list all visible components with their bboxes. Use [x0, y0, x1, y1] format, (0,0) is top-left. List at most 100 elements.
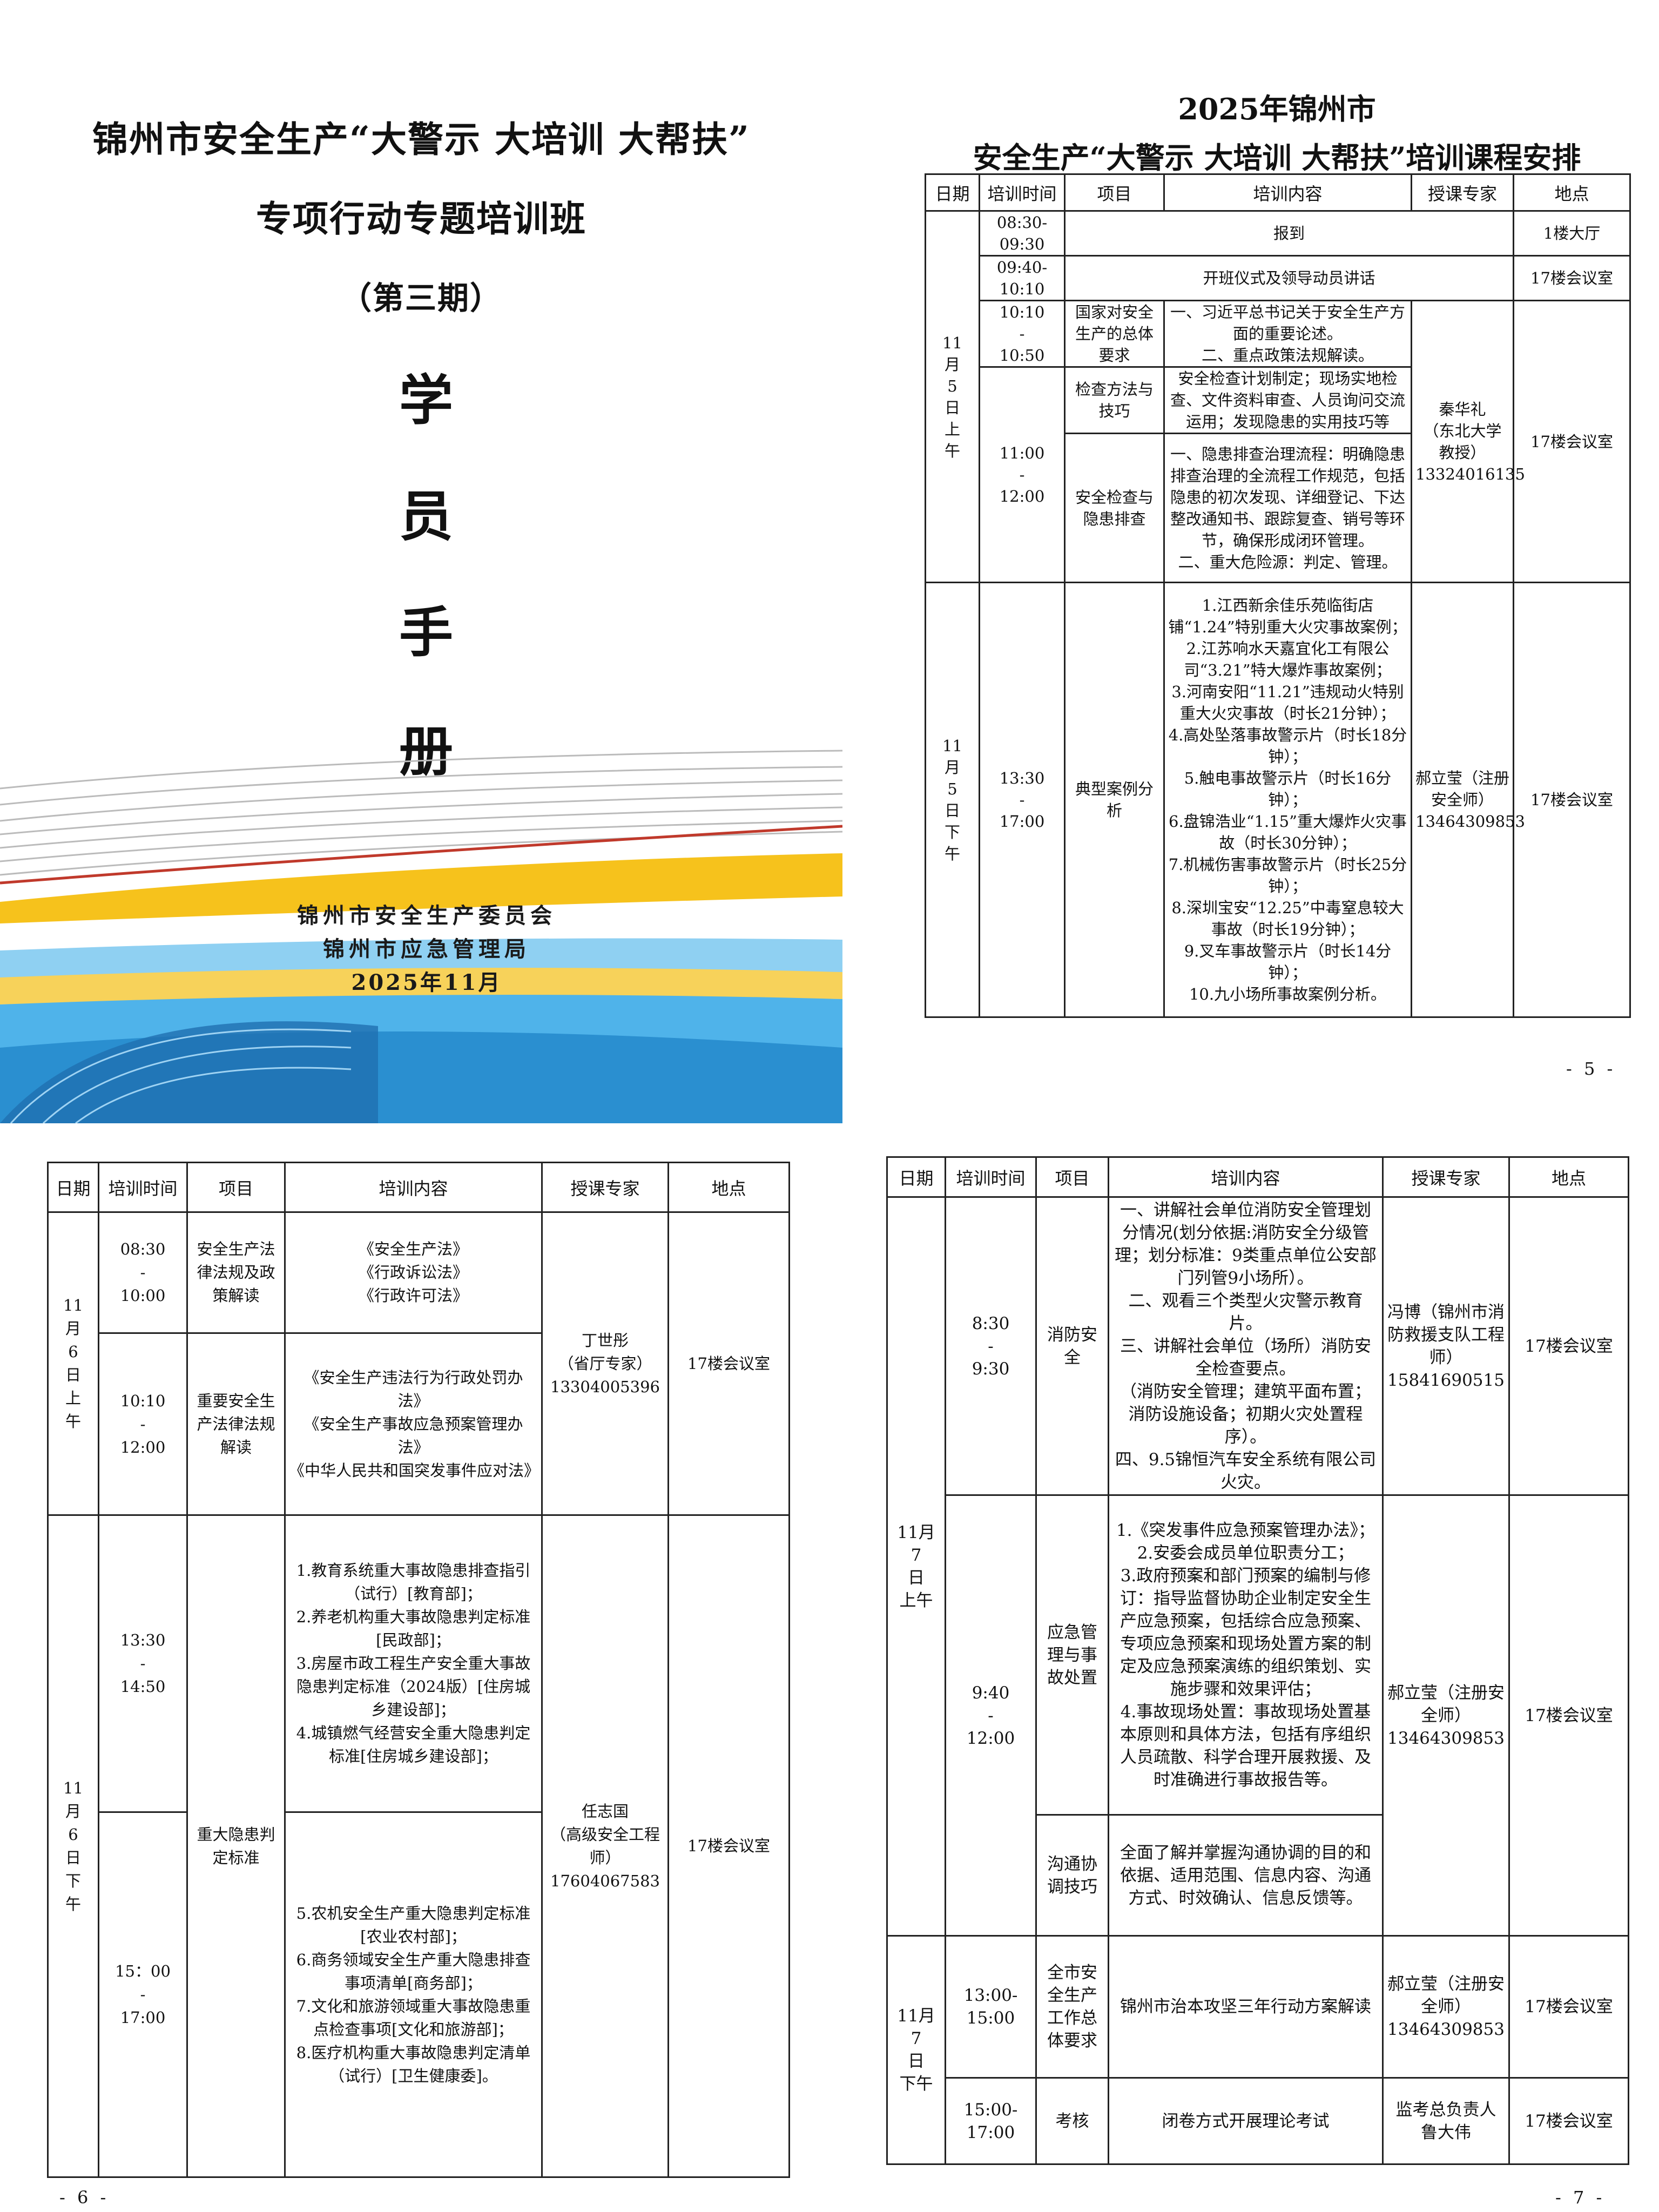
time-cell: 15：00 - 17:00	[98, 1811, 188, 2178]
page-number-6: - 6 -	[59, 2187, 110, 2208]
header-place: 地点	[1508, 1156, 1629, 1198]
place-cell: 17楼会议室	[667, 1514, 790, 2178]
time-cell: 13:30 - 14:50	[98, 1514, 188, 1813]
item-cell: 全市安全生产工作总体要求	[1035, 1935, 1109, 2079]
header-date: 日期	[925, 173, 980, 212]
header-content: 培训内容	[284, 1162, 543, 1213]
table-row: 11月 7 日 下午 13:00- 15:00 全市安全生产工作总体要求 锦州市…	[886, 1935, 1629, 2165]
header-date: 日期	[47, 1162, 99, 1213]
item-cell: 国家对安全生产的总体要求	[1064, 300, 1165, 368]
content-cell: 一、习近平总书记关于安全生产方面的重要论述。 二、重点政策法规解读。	[1163, 300, 1412, 368]
table-header-row: 日期 培训时间 项目 培训内容 授课专家 地点	[925, 173, 1631, 212]
page-number-5: - 5 -	[1566, 1058, 1616, 1079]
content-cell: 5.农机安全生产重大隐患判定标准[农业农村部]； 6.商务领域安全生产重大隐患排…	[284, 1811, 543, 2178]
page-number-7: - 7 -	[1555, 2187, 1606, 2208]
time-cell: 13:30 - 17:00	[979, 582, 1065, 1018]
schedule-table-page6: 日期 培训时间 项目 培训内容 授课专家 地点 11 月 6 日 上 午 08:…	[47, 1162, 790, 2178]
item-cell: 典型案例分析	[1064, 582, 1165, 1018]
header-place: 地点	[667, 1162, 790, 1213]
place-cell: 17楼会议室	[667, 1211, 790, 1516]
table-row: 沟通协调技巧 全面了解并掌握沟通协调的目的和依据、适用范围、信息内容、沟通方式、…	[887, 1814, 1629, 1937]
header-date: 日期	[886, 1156, 946, 1198]
table-row: 11 月 6 日 下 午 13:30 - 14:50 重大隐患判定标准 1.教育…	[47, 1514, 790, 2178]
time-cell: 9:40 - 12:00	[945, 1494, 1037, 1937]
content-cell: 闭卷方式开展理论考试	[1108, 2077, 1384, 2165]
item-cell: 安全生产法律法规及政策解读	[186, 1211, 286, 1334]
date-cell: 11 月 5 日 下 午	[925, 582, 980, 1018]
item-cell: 沟通协调技巧	[1035, 1814, 1109, 1937]
table-row: 10:10 - 12:00 重要安全生产法律法规解读 《安全生产违法行为行政处罚…	[48, 1332, 790, 1516]
content-cell: 《安全生产违法行为行政处罚办法》 《安全生产事故应急预案管理办法》 《中华人民共…	[284, 1332, 543, 1516]
schedule-title-line2: 安全生产“大警示 大培训 大帮扶”培训课程安排	[973, 140, 1581, 175]
header-time: 培训时间	[98, 1162, 188, 1213]
place-cell: 1楼大厅	[1513, 210, 1631, 257]
place-cell: 17楼会议室	[1513, 255, 1631, 301]
time-cell: 8:30 - 9:30	[945, 1196, 1037, 1496]
cover-char-3: 手	[399, 601, 453, 664]
table-row: 11 月 6 日 上 午 08:30 - 10:00 安全生产法律法规及政策解读…	[47, 1211, 790, 1516]
item-cell: 重要安全生产法律法规解读	[186, 1332, 286, 1516]
item-cell: 重大隐患判定标准	[186, 1514, 286, 2178]
header-time: 培训时间	[979, 173, 1065, 212]
content-cell: 开班仪式及领导动员讲话	[1064, 255, 1514, 301]
place-cell: 17楼会议室	[1508, 1196, 1629, 1496]
place-cell: 17楼会议室	[1508, 1935, 1629, 2079]
date-cell: 11 月 5 日 上 午	[925, 210, 980, 583]
item-cell: 消防安全	[1035, 1196, 1109, 1496]
header-item: 项目	[1035, 1156, 1109, 1198]
time-cell: 15:00- 17:00	[945, 2077, 1037, 2165]
item-cell: 检查方法与技巧	[1064, 366, 1165, 434]
header-time: 培训时间	[945, 1156, 1037, 1198]
date-cell: 11月 7 日 下午	[886, 1935, 946, 2165]
expert-cell: 郝立莹（注册安全师） 13464309853	[1382, 1935, 1510, 2079]
cover-title-line1: 锦州市安全生产“大警示 大培训 大帮扶”	[92, 118, 750, 160]
cover-org-2: 锦州市应急管理局	[323, 936, 530, 962]
place-cell: 17楼会议室	[1513, 300, 1631, 583]
table-row: 09:40- 10:10 开班仪式及领导动员讲话 17楼会议室	[926, 255, 1631, 301]
item-cell: 安全检查与隐患排查	[1064, 433, 1165, 583]
header-item: 项目	[1064, 173, 1165, 212]
content-cell: 一、讲解社会单位消防安全管理划分情况(划分依据:消防安全分级管理；划分标准：9类…	[1108, 1196, 1384, 1496]
cover-wave-decoration	[0, 750, 842, 1123]
cover-char-4: 册	[399, 719, 453, 783]
cover-char-2: 员	[399, 484, 453, 548]
place-cell: 17楼会议室	[1513, 582, 1631, 1018]
table-row: 11 月 5 日 下 午 13:30 - 17:00 典型案例分析 1.江西新余…	[925, 582, 1631, 1018]
content-cell: 安全检查计划制定；现场实地检查、文件资料审查、人员询问交流运用；发现隐患的实用技…	[1163, 366, 1412, 434]
time-cell: 08:30 - 10:00	[98, 1211, 188, 1334]
cover-org-1: 锦州市安全生产委员会	[297, 903, 556, 928]
table-row: 15：00 - 17:00 5.农机安全生产重大隐患判定标准[农业农村部]； 6…	[48, 1811, 790, 2178]
time-cell: 08:30- 09:30	[979, 210, 1065, 257]
time-cell: 10:10 - 10:50	[979, 300, 1065, 368]
expert-cell: 丁世彤 （省厅专家） 13304005396	[541, 1211, 669, 1516]
item-cell: 考核	[1035, 2077, 1109, 2165]
content-cell: 一、隐患排查治理流程：明确隐患排查治理的全流程工作规范，包括隐患的初次发现、详细…	[1163, 433, 1412, 583]
cover-date: 2025年11月	[351, 970, 502, 995]
place-cell: 17楼会议室	[1508, 1494, 1629, 1937]
date-cell: 11 月 6 日 上 午	[47, 1211, 99, 1516]
table-row: 11:00 - 12:00 检查方法与技巧 安全检查计划制定；现场实地检查、文件…	[926, 366, 1630, 583]
table-row: 9:40 - 12:00 应急管理与事故处置 1.《突发事件应急预案管理办法》；…	[887, 1494, 1629, 1937]
cover-char-1: 学	[399, 368, 453, 432]
place-cell: 17楼会议室	[1508, 2077, 1629, 2165]
header-expert: 授课专家	[1382, 1156, 1510, 1198]
time-cell: 11:00 - 12:00	[979, 366, 1065, 583]
time-cell: 09:40- 10:10	[979, 255, 1065, 301]
item-cell: 应急管理与事故处置	[1035, 1494, 1109, 1816]
expert-cell: 冯博（锦州市消防救援支队工程师） 15841690515	[1382, 1196, 1510, 1496]
table-header-row: 日期 培训时间 项目 培训内容 授课专家 地点	[886, 1156, 1629, 1198]
header-expert: 授课专家	[1411, 173, 1514, 212]
expert-cell: 任志国 （高级安全工程师） 17604067583	[541, 1514, 669, 2178]
expert-cell: 郝立莹（注册安全师） 13464309853	[1411, 582, 1525, 1018]
content-cell: 1.《突发事件应急预案管理办法》； 2.安委会成员单位职责分工； 3.政府预案和…	[1108, 1494, 1384, 1816]
table-row: 11月 7 日 上午 8:30 - 9:30 消防安全 一、讲解社会单位消防安全…	[886, 1196, 1629, 1937]
header-place: 地点	[1513, 173, 1631, 212]
content-cell: 1.江西新余佳乐苑临街店铺“1.24”特别重大火灾事故案例； 2.江苏响水天嘉宜…	[1163, 582, 1412, 1018]
cover-title-line2: 专项行动专题培训班	[256, 198, 586, 240]
table-row: 10:10 - 10:50 国家对安全生产的总体要求 一、习近平总书记关于安全生…	[926, 300, 1631, 583]
content-cell: 锦州市治本攻坚三年行动方案解读	[1108, 1935, 1384, 2079]
header-expert: 授课专家	[541, 1162, 669, 1213]
content-cell: 《安全生产法》 《行政诉讼法》 《行政许可法》	[284, 1211, 543, 1334]
table-row: 11 月 5 日 上 午 08:30- 09:30 报到 1楼大厅	[925, 210, 1631, 583]
time-cell: 10:10 - 12:00	[98, 1332, 188, 1516]
